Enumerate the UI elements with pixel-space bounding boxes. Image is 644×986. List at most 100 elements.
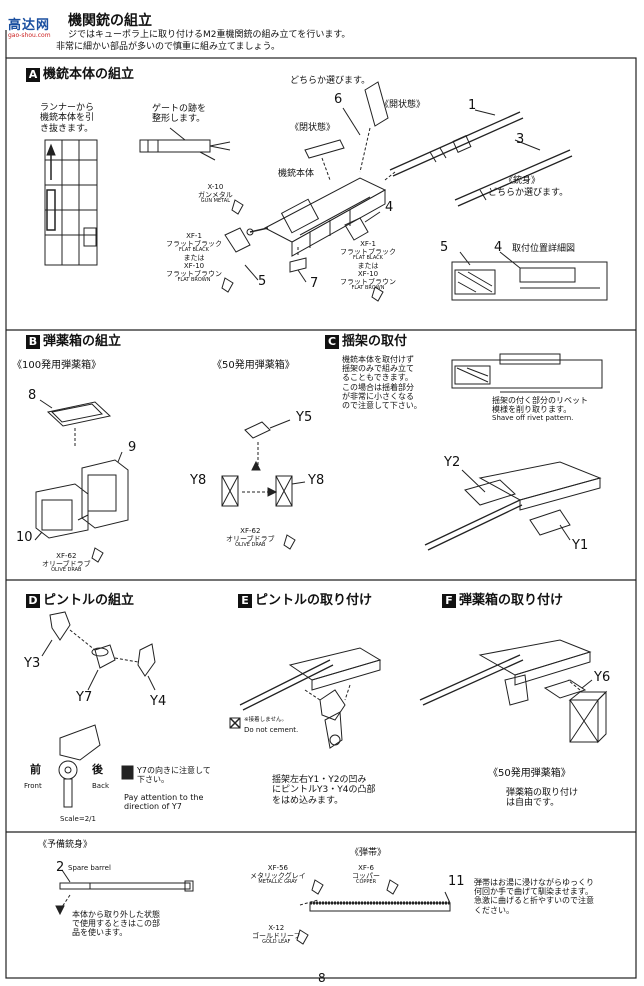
closed-state-label: 《閉状態》 bbox=[290, 123, 336, 133]
cradle-note-line: 機銃本体を取付けず bbox=[342, 355, 414, 364]
paint-name: ガンメタル bbox=[198, 191, 233, 200]
spare-barrel-note: 本体から取り外した状態 で使用するときはこの部 品を使います。 bbox=[72, 910, 160, 938]
paint-callout-olive-50: XF-62 オリーブドラブ OLIVE DRAB bbox=[226, 527, 275, 549]
part-number: 6 bbox=[334, 92, 343, 107]
part-number: 5 bbox=[440, 240, 449, 255]
paint-callout-metallic: XF-56 メタリックグレイ METALLIC GRAY bbox=[250, 864, 306, 886]
paint-code: X-12 bbox=[268, 924, 285, 932]
paint-name-en: FLAT BROWN bbox=[177, 276, 211, 283]
pintle-mount-note-line: をはめ込みます。 bbox=[272, 795, 344, 806]
paint-name-en: FLAT BLACK bbox=[353, 255, 383, 262]
choose-cover-note: どちらか選びます。 bbox=[290, 76, 371, 86]
part-number: 7 bbox=[310, 276, 319, 291]
ammo-belt-note-line: 何回か手で曲げて馴染ませます。 bbox=[474, 887, 593, 897]
section-d-title-text: ピントルの組立 bbox=[43, 593, 135, 608]
section-c-badge: C bbox=[325, 335, 339, 349]
gun-body-label: 機銃本体 bbox=[278, 169, 315, 179]
paint-code: XF-1 bbox=[186, 232, 202, 240]
part-number: 8 bbox=[28, 388, 37, 403]
ammo-belt-title: 《弾帯》 bbox=[350, 848, 387, 858]
ammo-mount-note-line: 弾薬箱の取り付け bbox=[506, 788, 579, 798]
box-50-label: 《50発用弾薬箱》 bbox=[212, 360, 295, 371]
paint-code: XF-62 bbox=[56, 552, 77, 560]
site-logo: 高达网 gao-shou.com bbox=[8, 14, 51, 39]
cradle-note-line: ので注意して下さい。 bbox=[342, 400, 422, 410]
page-title: 機関銃の組立 bbox=[68, 13, 152, 29]
paint-callout-right: XF-1 フラットブラック FLAT BLACK または XF-10 フラットブ… bbox=[340, 240, 396, 292]
no-cement-note: ※接着しません。 bbox=[244, 717, 287, 723]
ammo-belt-note-line: 弾帯はお湯に浸けながらゆっくり bbox=[474, 878, 594, 887]
page-number: 8 bbox=[318, 971, 326, 985]
part-number: 1 bbox=[468, 98, 477, 113]
part-number: Y7 bbox=[76, 690, 93, 705]
ammo-box-50-drawing bbox=[221, 419, 306, 550]
paint-callout-left: XF-1 フラットブラック FLAT BLACK または XF-10 フラットブ… bbox=[166, 232, 222, 284]
back-label-en: Back bbox=[92, 782, 109, 790]
gate-note: ゲートの跡を 整形します。 bbox=[152, 104, 206, 125]
section-d-badge: D bbox=[26, 594, 40, 608]
runner-drawing bbox=[44, 139, 98, 266]
runner-note: ランナーから 機銃本体を引 き抜きます。 bbox=[40, 103, 94, 134]
paint-code: XF-62 bbox=[240, 527, 261, 535]
barrel-choose-note: どちらか選びます。 bbox=[488, 188, 569, 198]
ammo-belt-note: 弾帯はお湯に浸けながらゆっくり 何回か手で曲げて馴染ませます。 急激に曲げると折… bbox=[474, 878, 594, 915]
paint-name-en: FLAT BLACK bbox=[179, 247, 209, 254]
paint-code: XF-10 bbox=[357, 269, 379, 278]
rivet-note: 揺架の付く部分のリベット 模様を削り取ります。 Shave off rivet … bbox=[492, 396, 588, 422]
box-100-label: 《100発用弾薬箱》 bbox=[12, 360, 102, 371]
paint-name: オリーブドラブ bbox=[42, 560, 91, 569]
ammo-box-100-drawing bbox=[34, 399, 129, 563]
paint-code: XF-1 bbox=[360, 240, 376, 248]
section-a-badge: A bbox=[26, 68, 40, 82]
paint-or: または bbox=[183, 253, 205, 262]
pintle-scale-drawing bbox=[58, 724, 101, 808]
rivet-note-line: 模様を削り取ります。 bbox=[492, 405, 572, 415]
paint-callout-gunmetal: X-10 ガンメタル GUN METAL bbox=[198, 183, 233, 205]
gate-note-line: ゲートの跡を bbox=[152, 104, 207, 114]
paint-name: メタリックグレイ bbox=[250, 872, 306, 881]
ammo-mount-drawing bbox=[419, 639, 608, 744]
paint-name: フラットブラック bbox=[340, 248, 396, 257]
pintle-mount-note: 揺架左右Y1・Y2の凹み にピントルY3・Y4の凸部 をはめ込みます。 bbox=[272, 775, 375, 806]
cradle-note-line: ることもできます。 bbox=[342, 373, 413, 383]
paint-name-en: GUN METAL bbox=[200, 198, 230, 205]
pintle-mount-drawing bbox=[239, 647, 382, 749]
paint-callout-gold: X-12 ゴールドリーフ GOLD LEAF bbox=[252, 924, 301, 946]
rivet-note-line: 揺架の付く部分のリベット bbox=[492, 396, 588, 405]
paint-name-en: OLIVE DRAB bbox=[235, 542, 266, 549]
paint-drops-bottom bbox=[296, 879, 399, 945]
paint-code: XF-6 bbox=[358, 864, 374, 872]
barrel-1-drawing bbox=[384, 111, 524, 181]
cradle-gun-drawing bbox=[424, 461, 602, 551]
ammo-belt-drawing bbox=[309, 891, 451, 912]
part-number: Y8 bbox=[190, 473, 207, 488]
attention-note-line: Y7の向きに注意して bbox=[137, 766, 211, 775]
runner-note-line: 機銃本体を引 bbox=[40, 113, 95, 124]
part-number: Y8 bbox=[308, 473, 325, 488]
front-label: 前 bbox=[30, 763, 41, 776]
attention-note-en: Pay attention to the direction of Y7 bbox=[124, 793, 203, 811]
paint-name-en: OLIVE DRAB bbox=[51, 567, 82, 574]
pintle-mount-note-line: 揺架左右Y1・Y2の凹み bbox=[272, 775, 367, 785]
spare-barrel-drawing bbox=[55, 869, 194, 916]
paint-drops-a bbox=[221, 199, 384, 302]
paint-name: フラットブラウン bbox=[340, 277, 396, 286]
paint-name-en: FLAT BROWN bbox=[351, 284, 385, 291]
intro-line-1: ジではキューポラ上に取り付けるM2重機関銃の組み立てを行います。 bbox=[68, 30, 351, 40]
part-number: 2 bbox=[56, 860, 65, 875]
paint-name-en: COPPER bbox=[355, 879, 377, 886]
section-b-badge: B bbox=[26, 335, 40, 349]
logo-text: 高达网 bbox=[8, 18, 51, 33]
paint-name: フラットブラック bbox=[166, 240, 222, 249]
logo-url: gao-shou.com bbox=[8, 32, 51, 39]
no-cement-note-en: Do not cement. bbox=[244, 726, 299, 734]
barrel-3-drawing bbox=[454, 149, 573, 207]
spare-barrel-note-line: 本体から取り外した状態 bbox=[72, 910, 160, 919]
back-label: 後 bbox=[92, 763, 103, 776]
ammo-belt-note-line: ください。 bbox=[474, 905, 514, 915]
part-number: Y3 bbox=[24, 656, 41, 671]
part-number: Y6 bbox=[594, 670, 611, 685]
